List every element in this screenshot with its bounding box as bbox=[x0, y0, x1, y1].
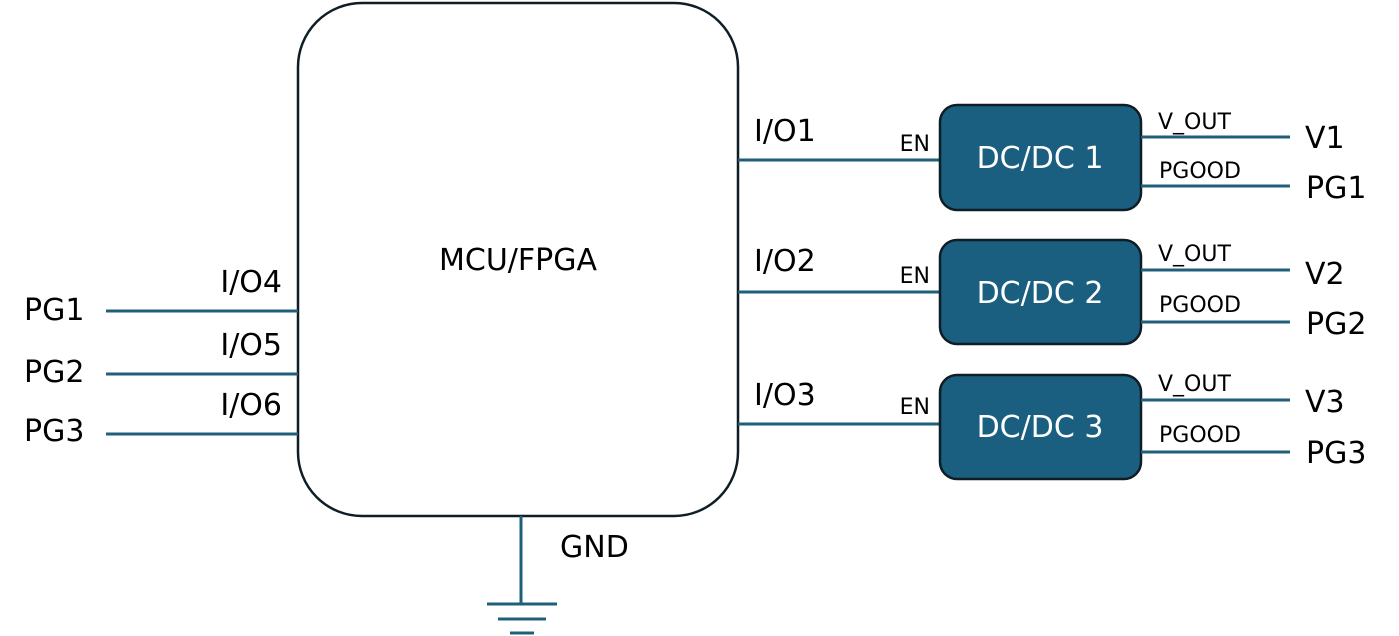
left-signal-label: PG3 bbox=[24, 414, 84, 449]
pgood-net-label: PG2 bbox=[1306, 307, 1366, 342]
mcu-body bbox=[296, 1, 740, 518]
enable-label: EN bbox=[900, 395, 930, 420]
converter-body bbox=[938, 238, 1143, 346]
converter-name: DC/DC 3 bbox=[977, 410, 1104, 445]
converter-name: DC/DC 1 bbox=[977, 141, 1104, 176]
mcu-block: MCU/FPGA bbox=[296, 1, 740, 518]
io-label: I/O1 bbox=[754, 114, 816, 149]
vout-net-label: V2 bbox=[1305, 257, 1345, 292]
pgood-pin-label: PGOOD bbox=[1159, 159, 1241, 184]
pgood-net-label: PG3 bbox=[1306, 436, 1366, 471]
vout-net-label: V3 bbox=[1305, 385, 1345, 420]
pgood-net-label: PG1 bbox=[1306, 171, 1366, 206]
converter-1: I/O1 EN DC/DC 1 V_OUT V1 PGOOD PG1 bbox=[738, 103, 1366, 212]
left-io-label: I/O6 bbox=[220, 388, 282, 423]
converter-3: I/O3 EN DC/DC 3 V_OUT V3 PGOOD PG3 bbox=[738, 372, 1366, 481]
pgood-pin-label: PGOOD bbox=[1159, 423, 1241, 448]
left-io-row-3: PG3 I/O6 bbox=[24, 388, 298, 449]
left-io-label: I/O4 bbox=[220, 265, 282, 300]
left-io-row-2: PG2 I/O5 bbox=[24, 328, 298, 390]
pgood-pin-label: PGOOD bbox=[1159, 293, 1241, 318]
vout-net-label: V1 bbox=[1305, 121, 1345, 156]
mcu-label: MCU/FPGA bbox=[439, 243, 597, 278]
converter-2: I/O2 EN DC/DC 2 V_OUT V2 PGOOD PG2 bbox=[738, 238, 1366, 346]
converter-body bbox=[938, 103, 1143, 212]
left-signal-label: PG2 bbox=[24, 355, 84, 390]
converter-body bbox=[938, 373, 1143, 481]
left-io-row-1: PG1 I/O4 bbox=[24, 265, 298, 328]
ground: GND bbox=[487, 516, 629, 635]
io-label: I/O3 bbox=[754, 378, 816, 413]
vout-pin-label: V_OUT bbox=[1158, 110, 1231, 135]
vout-pin-label: V_OUT bbox=[1158, 242, 1231, 267]
left-io-label: I/O5 bbox=[220, 328, 282, 363]
enable-label: EN bbox=[900, 264, 930, 289]
converter-name: DC/DC 2 bbox=[977, 276, 1104, 311]
enable-label: EN bbox=[900, 132, 930, 157]
gnd-label: GND bbox=[560, 530, 629, 565]
left-signal-label: PG1 bbox=[24, 293, 84, 328]
vout-pin-label: V_OUT bbox=[1158, 372, 1231, 397]
io-label: I/O2 bbox=[754, 244, 816, 279]
